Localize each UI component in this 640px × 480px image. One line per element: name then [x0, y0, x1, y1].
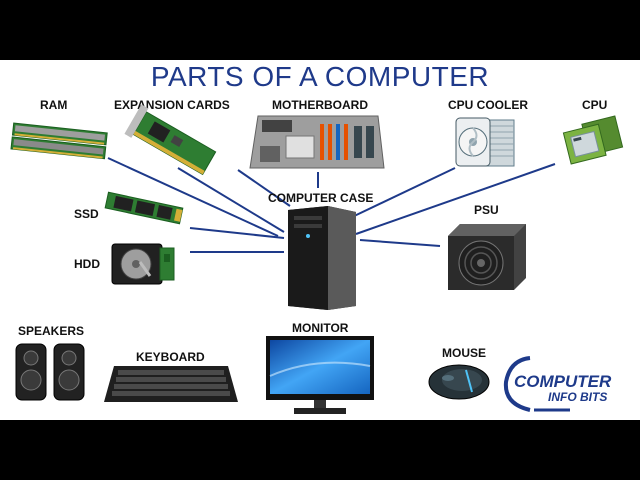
connector-cpu	[355, 163, 556, 235]
label-cpu-cooler: CPU COOLER	[448, 98, 529, 112]
label-mouse: MOUSE	[442, 346, 487, 360]
label-motherboard: MOTHERBOARD	[272, 98, 368, 112]
label-hdd: HDD	[74, 257, 100, 271]
label-computer-case: COMPUTER CASE	[268, 191, 374, 205]
diagram-title: PARTS OF A COMPUTER	[150, 61, 490, 92]
connector-psu	[359, 239, 441, 247]
speakers-image	[15, 343, 85, 401]
psu-image	[448, 224, 526, 290]
ssd-image	[104, 191, 184, 225]
ram-image	[10, 122, 108, 160]
computer-info-bits-logo-icon	[503, 356, 570, 412]
connector-motherboard	[237, 169, 291, 207]
mouse-image	[428, 364, 490, 400]
label-expansion-cards: EXPANSION CARDS	[114, 98, 230, 112]
label-speakers: SPEAKERS	[18, 324, 85, 338]
label-cpu: CPU	[582, 98, 608, 112]
label-keyboard: KEYBOARD	[136, 350, 205, 364]
connector-expansion-cards	[177, 167, 285, 233]
connector-ssd	[189, 227, 285, 239]
computer-case-image	[288, 206, 356, 310]
label-ram: RAM	[40, 98, 68, 112]
connector-lines	[107, 157, 556, 253]
cpu-image	[562, 115, 624, 165]
motherboard-image	[249, 115, 385, 169]
monitor-image	[266, 336, 374, 414]
diagram-canvas: PARTS OF A COMPUTER RAM	[0, 60, 640, 420]
label-psu: PSU	[474, 203, 499, 217]
logo-line-1: COMPUTER	[514, 372, 612, 391]
connector-cpu-cooler	[349, 167, 456, 219]
connector-ram	[107, 157, 279, 237]
expansion-cards-image	[124, 104, 217, 176]
label-ssd: SSD	[74, 207, 99, 221]
logo-line-2: INFO BITS	[548, 390, 608, 404]
keyboard-image	[104, 366, 238, 402]
hdd-image	[111, 243, 175, 285]
cpu-cooler-image	[455, 117, 515, 167]
label-monitor: MONITOR	[292, 321, 349, 335]
